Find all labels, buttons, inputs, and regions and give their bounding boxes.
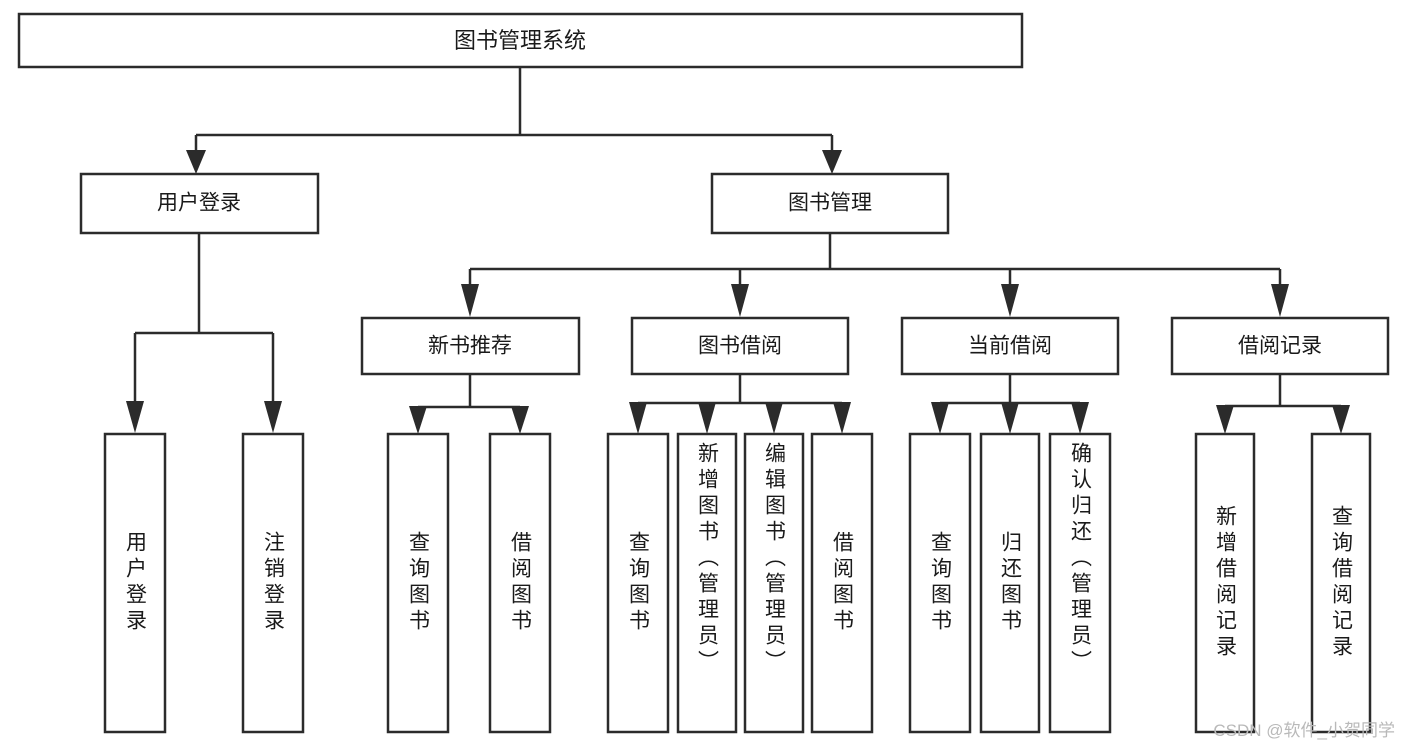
leaf-box-bb-add-book[interactable] xyxy=(676,432,738,734)
arrow-head-new-book-recommend xyxy=(461,284,479,317)
connector-group-current-borrow xyxy=(931,374,1089,434)
arrow-head-bb-add-book xyxy=(698,402,716,434)
node-book-borrow-label: 图书借阅 xyxy=(698,335,782,358)
arrow-head-current-borrow xyxy=(1001,284,1019,317)
arrow-head-cb-confirm-return xyxy=(1071,402,1089,434)
leaf-box-br-query-record[interactable] xyxy=(1310,432,1372,734)
arrow-head-bb-borrow-book xyxy=(833,402,851,434)
node-user-login-box[interactable] xyxy=(79,172,320,235)
node-new-book-recommend-label: 新书推荐 xyxy=(428,335,512,358)
connector-group-user-login xyxy=(126,233,282,433)
leaf-box-cb-return-book[interactable] xyxy=(979,432,1041,734)
arrow-head-user-login xyxy=(186,150,206,174)
node-root-box[interactable] xyxy=(17,12,1024,69)
arrow-head-br-query-record xyxy=(1332,405,1350,434)
arrow-head-bb-query-book xyxy=(629,402,647,434)
node-user-login-label: 用户登录 xyxy=(157,192,241,215)
arrow-head-bb-edit-book xyxy=(765,402,783,434)
arrow-head-cb-query-book xyxy=(931,402,949,434)
node-book-manage-label: 图书管理 xyxy=(788,192,872,215)
node-borrow-record-box[interactable] xyxy=(1170,316,1390,376)
arrow-head-leaf-logout xyxy=(264,401,282,433)
arrow-head-book-manage xyxy=(822,150,842,174)
connector-group-book-manage xyxy=(461,233,1289,317)
arrow-head-br-add-record xyxy=(1216,405,1234,434)
leaf-box-bb-edit-book[interactable] xyxy=(743,432,805,734)
arrow-head-borrow-record xyxy=(1271,284,1289,317)
leaf-box-br-add-record[interactable] xyxy=(1194,432,1256,734)
arrow-head-nbr-borrow-book xyxy=(511,406,529,434)
node-book-manage-box[interactable] xyxy=(710,172,950,235)
leaf-box-user-login[interactable] xyxy=(103,432,167,734)
leaf-box-logout[interactable] xyxy=(241,432,305,734)
leaf-box-cb-query-book[interactable] xyxy=(908,432,972,734)
leaf-box-nbr-query-book[interactable] xyxy=(386,432,450,734)
connector-group-book-borrow xyxy=(629,374,851,434)
node-current-borrow-box[interactable] xyxy=(900,316,1120,376)
arrow-head-nbr-query-book xyxy=(409,406,427,434)
leaf-box-bb-query-book[interactable] xyxy=(606,432,670,734)
leaf-box-nbr-borrow-book[interactable] xyxy=(488,432,552,734)
node-borrow-record-label: 借阅记录 xyxy=(1238,335,1322,358)
arrow-head-book-borrow xyxy=(731,284,749,317)
leaf-box-bb-borrow-book[interactable] xyxy=(810,432,874,734)
arrow-head-cb-return-book xyxy=(1001,402,1019,434)
node-current-borrow-label: 当前借阅 xyxy=(968,335,1052,358)
connector-group-root xyxy=(186,68,842,174)
leaf-box-cb-confirm-return[interactable] xyxy=(1048,432,1112,734)
node-book-borrow-box[interactable] xyxy=(630,316,850,376)
connector-group-new-book-recommend xyxy=(409,374,529,434)
connector-group-borrow-record xyxy=(1216,374,1350,434)
arrow-head-leaf-user-login xyxy=(126,401,144,433)
node-new-book-recommend-box[interactable] xyxy=(360,316,581,376)
node-root-label: 图书管理系统 xyxy=(454,28,586,53)
